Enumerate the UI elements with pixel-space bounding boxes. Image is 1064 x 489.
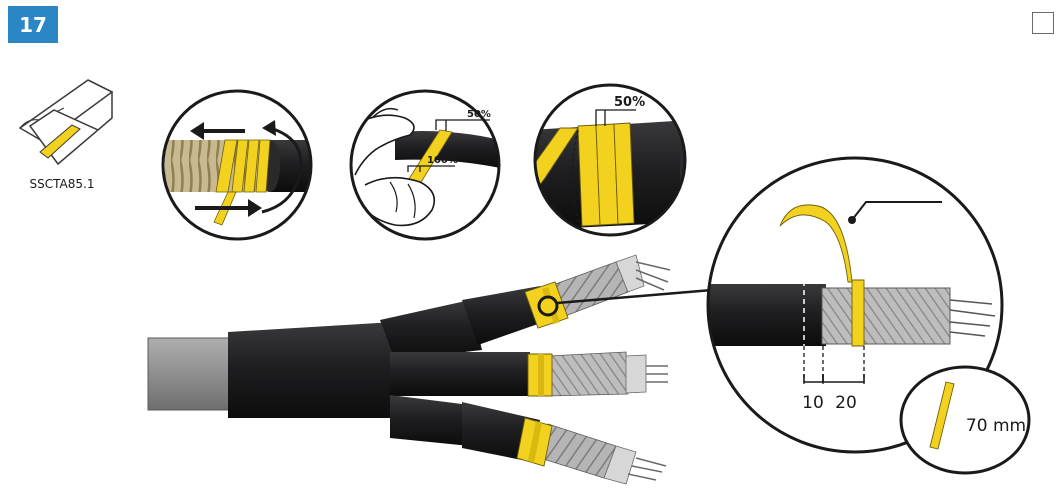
dimension-20: 20 (835, 393, 857, 413)
step-complete-checkbox[interactable] (1032, 12, 1054, 34)
dimension-10: 10 (802, 393, 824, 413)
tape-length-label: 70 mm (966, 416, 1026, 436)
overlap-detail (349, 89, 501, 241)
half-overlap-detail (533, 83, 687, 237)
tape-length-bubble (899, 365, 1031, 475)
overlap-50-label: 50% (467, 109, 491, 120)
wrap-direction-detail (161, 89, 313, 241)
step-number-badge: 17 (8, 6, 58, 43)
main-cable (147, 254, 713, 485)
tape-roll-icon (18, 79, 114, 166)
overlap-50-detail-label: 50% (614, 95, 645, 110)
product-code: SSCTA85.1 (30, 177, 95, 191)
overlap-100-label: 100% (427, 155, 458, 166)
